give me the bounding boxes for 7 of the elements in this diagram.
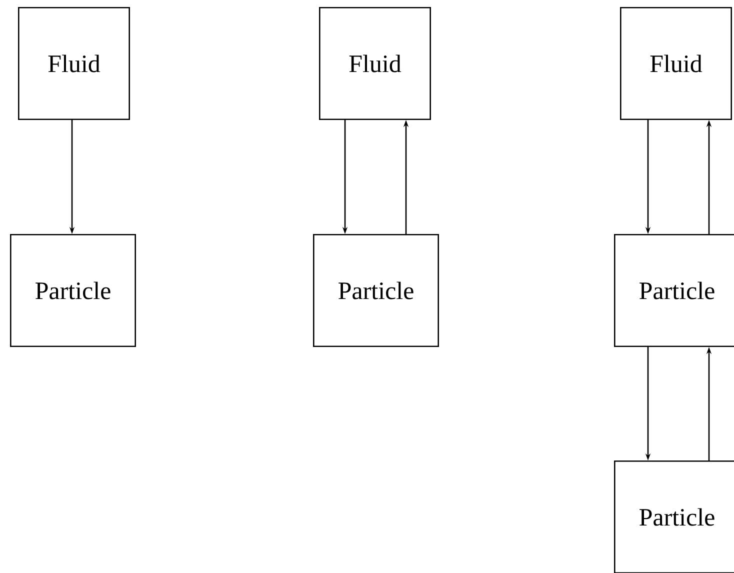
box: Fluid xyxy=(18,7,130,120)
box: Particle xyxy=(10,234,136,347)
box: Particle xyxy=(313,234,439,347)
box: Fluid xyxy=(319,7,431,120)
box: Particle xyxy=(614,460,734,573)
box: Fluid xyxy=(620,7,732,120)
box: Particle xyxy=(614,234,734,347)
